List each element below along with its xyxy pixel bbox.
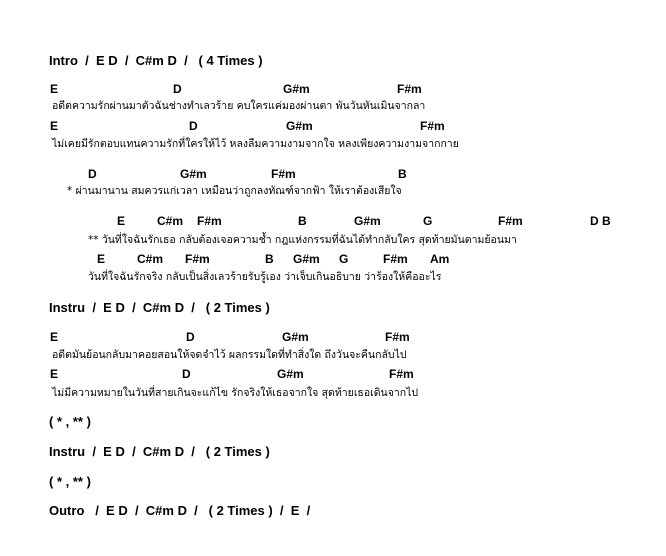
chord-symbol: G#m [286,119,313,133]
chord-symbol: D [88,167,97,181]
chord-symbol: G#m [354,214,381,228]
outro-section-header: Outro / E D / C#m D / ( 2 Times ) / E / [49,503,311,518]
chorus-lyric-line: วันที่ใจฉันรักจริง กลับเป็นสิ่งเลวร้ายรั… [88,271,442,283]
chord-symbol: F#m [498,214,523,228]
chord-symbol: D [186,330,195,344]
intro-section-header: Intro / E D / C#m D / ( 4 Times ) [49,53,263,68]
repeat-marker: ( * , ** ) [49,414,91,429]
instrumental-section-header: Instru / E D / C#m D / ( 2 Times ) [49,444,270,459]
chord-symbol: E [50,367,59,381]
chord-symbol: B [398,167,407,181]
chord-symbol: F#m [271,167,296,181]
chord-symbol: D B [590,214,611,228]
chord-symbol: D [182,367,191,381]
chord-symbol: G [423,214,433,228]
chord-symbol: B [298,214,307,228]
chord-symbol: D [189,119,198,133]
chord-symbol: C#m [137,252,164,266]
chord-symbol: B [265,252,274,266]
chord-symbol: F#m [420,119,445,133]
chord-symbol: F#m [397,82,422,96]
verse-lyric-line: * ผ่านมานาน สมควรแก่เวลา เหมือนว่าถูกลงท… [67,185,402,197]
chord-symbol: E [50,119,59,133]
chord-symbol: F#m [383,252,408,266]
chord-symbol: E [117,214,126,228]
chord-symbol: G [339,252,349,266]
chord-symbol: C#m [157,214,184,228]
chord-symbol: G#m [180,167,207,181]
chord-symbol: Am [430,252,450,266]
chord-symbol: F#m [197,214,222,228]
lyric-line: อดีตมันย้อนกลับมาคอยสอนให้จดจำไว้ ผลกรรม… [52,349,407,361]
chord-symbol: G#m [277,367,304,381]
chord-symbol: E [50,82,59,96]
lyric-line: ไม่มีความหมายในวันที่สายเกินจะแก้ไข รักจ… [52,387,419,399]
repeat-marker: ( * , ** ) [49,474,91,489]
instrumental-section-header: Instru / E D / C#m D / ( 2 Times ) [49,300,270,315]
chord-symbol: G#m [283,82,310,96]
chorus-lyric-line: ** วันที่ใจฉันรักเธอ กลับต้องเจอความช้ำ … [88,234,517,246]
lyric-line: ไม่เคยมีรักตอบแทนความรักที่ใครให้ไว้ หลง… [52,138,459,150]
chord-symbol: E [50,330,59,344]
chord-symbol: G#m [282,330,309,344]
lyric-line: อดีตความรักผ่านมาตัวฉันช่างทำเลวร้าย คบใ… [52,100,426,112]
chord-symbol: E [97,252,106,266]
chord-symbol: F#m [389,367,414,381]
chord-symbol: F#m [385,330,410,344]
chord-symbol: D [173,82,182,96]
chord-symbol: F#m [185,252,210,266]
chord-symbol: G#m [293,252,320,266]
